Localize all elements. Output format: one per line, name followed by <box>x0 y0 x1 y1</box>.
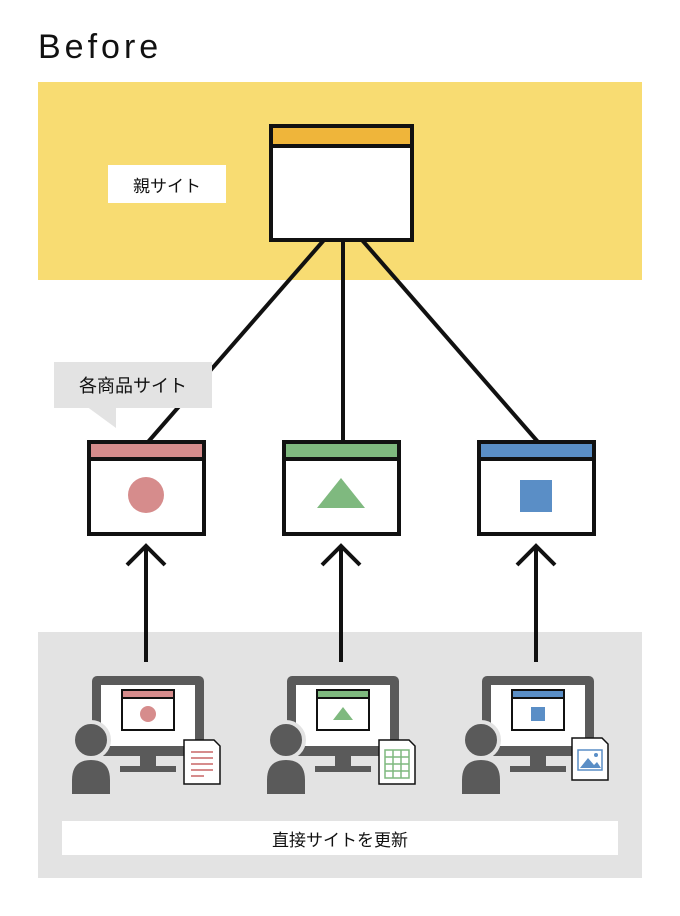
document-icon <box>183 739 221 785</box>
line-parent-to-red <box>146 238 326 444</box>
product-sites-callout: 各商品サイト <box>54 362 212 408</box>
editor-green <box>263 676 416 798</box>
product-site-window-red <box>87 440 206 536</box>
arrow-head-green <box>320 543 362 567</box>
monitor-icon <box>92 676 204 772</box>
page-title: Before <box>38 28 163 66</box>
monitor-icon <box>482 676 594 772</box>
editor-blue <box>458 676 609 798</box>
direct-update-label: 直接サイトを更新 <box>62 821 618 855</box>
person-icon <box>68 720 114 798</box>
window-titlebar <box>481 444 592 461</box>
spreadsheet-icon <box>378 739 416 785</box>
arrow-head-blue <box>515 543 557 567</box>
circle-icon <box>128 477 164 513</box>
window-titlebar <box>273 128 410 148</box>
product-site-window-green <box>282 440 401 536</box>
product-site-window-blue <box>477 440 596 536</box>
image-file-icon <box>571 737 609 781</box>
parent-site-window <box>269 124 414 242</box>
window-titlebar <box>286 444 397 461</box>
arrow-head-red <box>125 543 167 567</box>
person-icon <box>263 720 309 798</box>
window-titlebar <box>91 444 202 461</box>
person-icon <box>458 720 504 798</box>
parent-site-label: 親サイト <box>108 165 226 203</box>
callout-tail <box>86 406 116 428</box>
triangle-icon <box>317 478 365 508</box>
editor-red <box>68 676 221 798</box>
monitor-icon <box>287 676 399 772</box>
square-icon <box>520 480 552 512</box>
line-parent-to-blue <box>360 238 540 444</box>
